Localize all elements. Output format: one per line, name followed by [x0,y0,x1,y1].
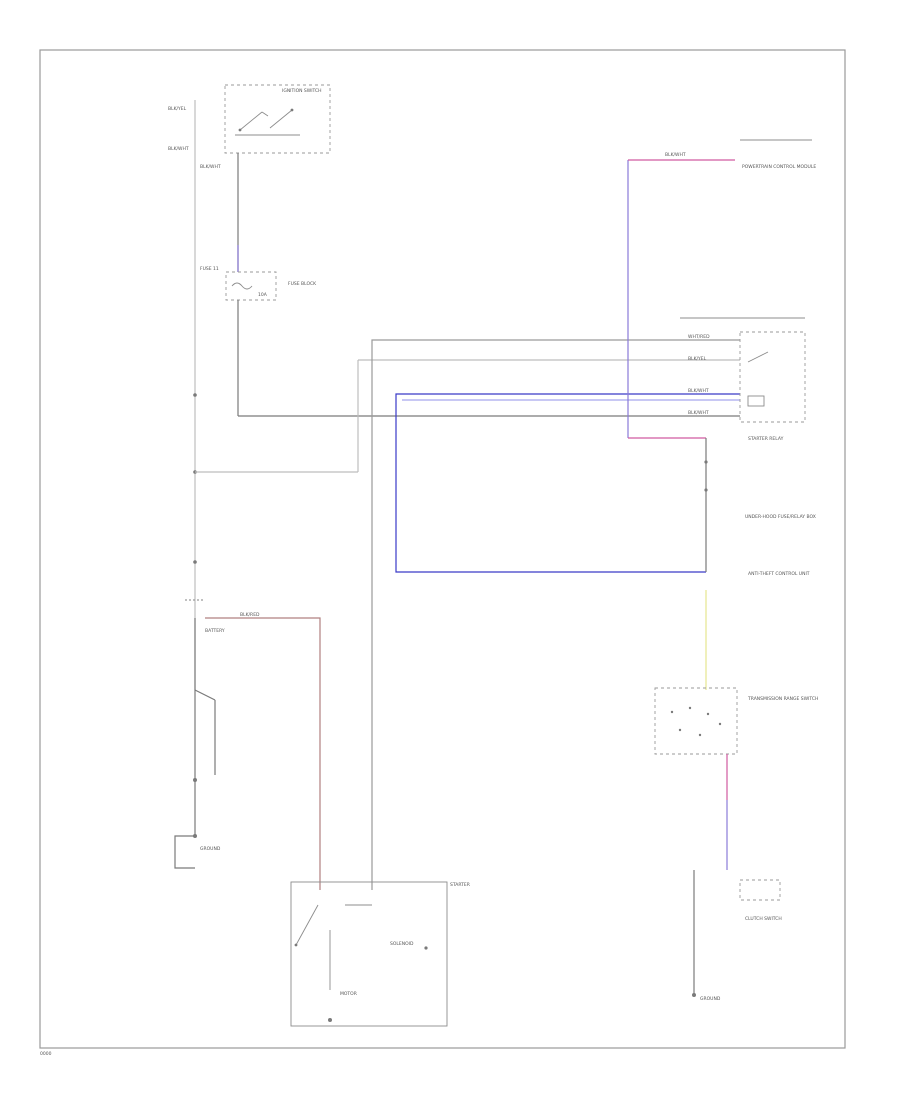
starter-solenoid-label: SOLENOID [390,941,414,947]
anti-theft-label: ANTI-THEFT CONTROL UNIT [748,571,810,577]
relay-wire-4: BLK/WHT [688,410,709,416]
ecm-wire-label: BLK/WHT [665,152,686,158]
fuse-block: FUSE BLOCK FUSE 11 10A [200,266,317,301]
starter-motor-label: MOTOR [340,991,357,997]
clutch-label: CLUTCH SWITCH [745,916,782,922]
ignition-switch: IGNITION SWITCH BLK/YEL BLK/WHT [168,84,331,154]
ign-top-label-b: BLK/WHT [168,146,189,152]
starter-assembly: STARTER SOLENOID MOTOR [290,881,470,1027]
ign-top-label-a: BLK/YEL [168,106,187,112]
diagram-frame [39,49,846,1049]
starter-relay: STARTER RELAY WHT/RED BLK/YEL BLK/WHT BL… [680,317,806,442]
ground-left-label: GROUND [200,846,221,852]
footer-code: 0000 [40,1051,52,1057]
fuse-amp-label: 10A [258,292,268,298]
battery-label: BATTERY [205,628,225,634]
ignition-switch-label: IGNITION SWITCH [282,88,322,94]
battery-wire-label: BLK/RED [240,612,260,618]
ecm-label: POWERTRAIN CONTROL MODULE [742,164,816,170]
transmission-range-switch: TRANSMISSION RANGE SWITCH [654,687,818,755]
relay-wire-2: BLK/YEL [688,356,707,362]
trans-range-label: TRANSMISSION RANGE SWITCH [747,696,818,702]
left-power-chain [174,100,321,890]
relay-wire-3: BLK/WHT [688,388,709,394]
fuse-block-label: FUSE BLOCK [288,281,317,287]
fuse-number-label: FUSE 11 [200,266,219,272]
underhood-label: UNDER-HOOD FUSE/RELAY BOX [745,514,816,520]
clutch-switch: CLUTCH SWITCH GROUND [692,870,782,1002]
ground-right-label: GROUND [700,996,721,1002]
starter-label: STARTER [450,882,470,888]
ign-wire-label: BLK/WHT [200,164,221,170]
ecm-block: POWERTRAIN CONTROL MODULE BLK/WHT [665,139,816,170]
relay-wire-1: WHT/RED [688,334,710,340]
relay-label: STARTER RELAY [748,436,784,442]
